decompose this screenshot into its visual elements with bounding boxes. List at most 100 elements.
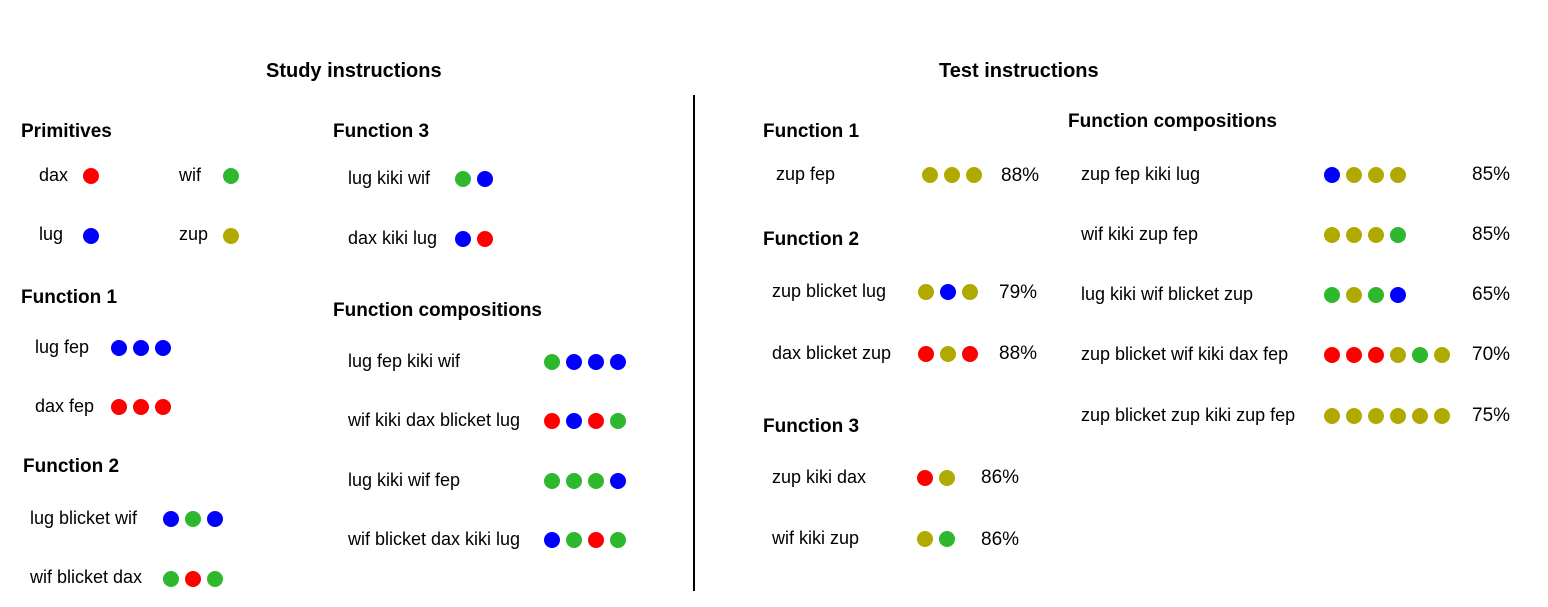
zup-dot — [1412, 408, 1428, 424]
zup-dot — [223, 228, 239, 244]
example-dots — [1324, 408, 1450, 424]
example-label: dax fep — [35, 396, 95, 416]
dax-dot — [83, 168, 99, 184]
example-label: zup fep — [776, 164, 836, 184]
example-dots — [1324, 227, 1406, 243]
zup-dot — [1368, 408, 1384, 424]
primitive-label: zup — [179, 224, 209, 244]
dax-dot — [917, 470, 933, 486]
zup-dot — [1368, 167, 1384, 183]
accuracy-percent: 86% — [981, 467, 1020, 488]
example-dots — [1324, 347, 1450, 363]
primitive-dots — [223, 168, 239, 184]
accuracy-percent: 85% — [1472, 164, 1511, 185]
lug-dot — [1324, 167, 1340, 183]
primitive-dots — [83, 168, 99, 184]
accuracy-percent: 79% — [999, 282, 1038, 303]
test-title: Test instructions — [939, 60, 1099, 82]
example-label: wif blicket dax kiki lug — [348, 529, 521, 549]
study-primitives-heading: Primitives — [21, 121, 112, 142]
zup-dot — [1434, 347, 1450, 363]
example-dots — [917, 470, 955, 486]
lug-dot — [163, 511, 179, 527]
lug-dot — [1390, 287, 1406, 303]
primitive-label: wif — [179, 165, 201, 185]
example-label: lug kiki wif blicket zup — [1081, 284, 1254, 304]
lug-dot — [588, 354, 604, 370]
dax-dot — [544, 413, 560, 429]
lug-dot — [566, 354, 582, 370]
study-function2-heading: Function 2 — [23, 456, 120, 477]
dax-dot — [477, 231, 493, 247]
wif-dot — [1368, 287, 1384, 303]
section-divider — [693, 95, 695, 591]
zup-dot — [1390, 347, 1406, 363]
example-dots — [918, 284, 978, 300]
dax-dot — [155, 399, 171, 415]
example-label: zup blicket wif kiki dax fep — [1081, 344, 1289, 364]
zup-dot — [918, 284, 934, 300]
zup-dot — [1346, 408, 1362, 424]
example-dots — [111, 340, 171, 356]
zup-dot — [944, 167, 960, 183]
example-label: lug kiki wif fep — [348, 470, 461, 490]
example-label: dax kiki lug — [348, 228, 438, 248]
accuracy-percent: 88% — [999, 343, 1038, 364]
example-dots — [163, 571, 223, 587]
zup-dot — [1368, 227, 1384, 243]
dax-dot — [962, 346, 978, 362]
wif-dot — [163, 571, 179, 587]
wif-dot — [566, 473, 582, 489]
test-function1-heading: Function 1 — [763, 121, 860, 142]
wif-dot — [223, 168, 239, 184]
example-dots — [455, 231, 493, 247]
zup-dot — [1434, 408, 1450, 424]
study-function1-heading: Function 1 — [21, 287, 118, 308]
example-label: wif kiki dax blicket lug — [348, 410, 521, 430]
dax-dot — [185, 571, 201, 587]
zup-dot — [1324, 408, 1340, 424]
wif-dot — [544, 354, 560, 370]
zup-dot — [1346, 167, 1362, 183]
lug-dot — [610, 473, 626, 489]
wif-dot — [610, 532, 626, 548]
primitive-dots — [83, 228, 99, 244]
wif-dot — [455, 171, 471, 187]
lug-dot — [133, 340, 149, 356]
dax-dot — [588, 532, 604, 548]
example-dots — [544, 413, 626, 429]
example-label: lug kiki wif — [348, 168, 431, 188]
test-function3-heading: Function 3 — [763, 416, 860, 437]
example-dots — [544, 532, 626, 548]
zup-dot — [1346, 287, 1362, 303]
zup-dot — [1346, 227, 1362, 243]
lug-dot — [940, 284, 956, 300]
test-compositions-heading: Function compositions — [1068, 111, 1277, 132]
example-dots — [455, 171, 493, 187]
dax-dot — [588, 413, 604, 429]
zup-dot — [966, 167, 982, 183]
example-dots — [544, 354, 626, 370]
example-label: zup kiki dax — [772, 467, 867, 487]
accuracy-percent: 65% — [1472, 284, 1511, 305]
zup-dot — [1390, 408, 1406, 424]
zup-dot — [940, 346, 956, 362]
example-dots — [922, 167, 982, 183]
primitive-dots — [223, 228, 239, 244]
lug-dot — [544, 532, 560, 548]
lug-dot — [207, 511, 223, 527]
example-dots — [1324, 287, 1406, 303]
dax-dot — [1368, 347, 1384, 363]
wif-dot — [207, 571, 223, 587]
lug-dot — [455, 231, 471, 247]
example-label: lug blicket wif — [30, 508, 138, 528]
dax-dot — [1324, 347, 1340, 363]
example-dots — [1324, 167, 1406, 183]
primitive-label: lug — [39, 224, 64, 244]
lug-dot — [155, 340, 171, 356]
study-function3-heading: Function 3 — [333, 121, 430, 142]
example-label: wif kiki zup — [772, 528, 860, 548]
study-compositions-heading: Function compositions — [333, 300, 542, 321]
example-label: lug fep kiki wif — [348, 351, 461, 371]
zup-dot — [939, 470, 955, 486]
